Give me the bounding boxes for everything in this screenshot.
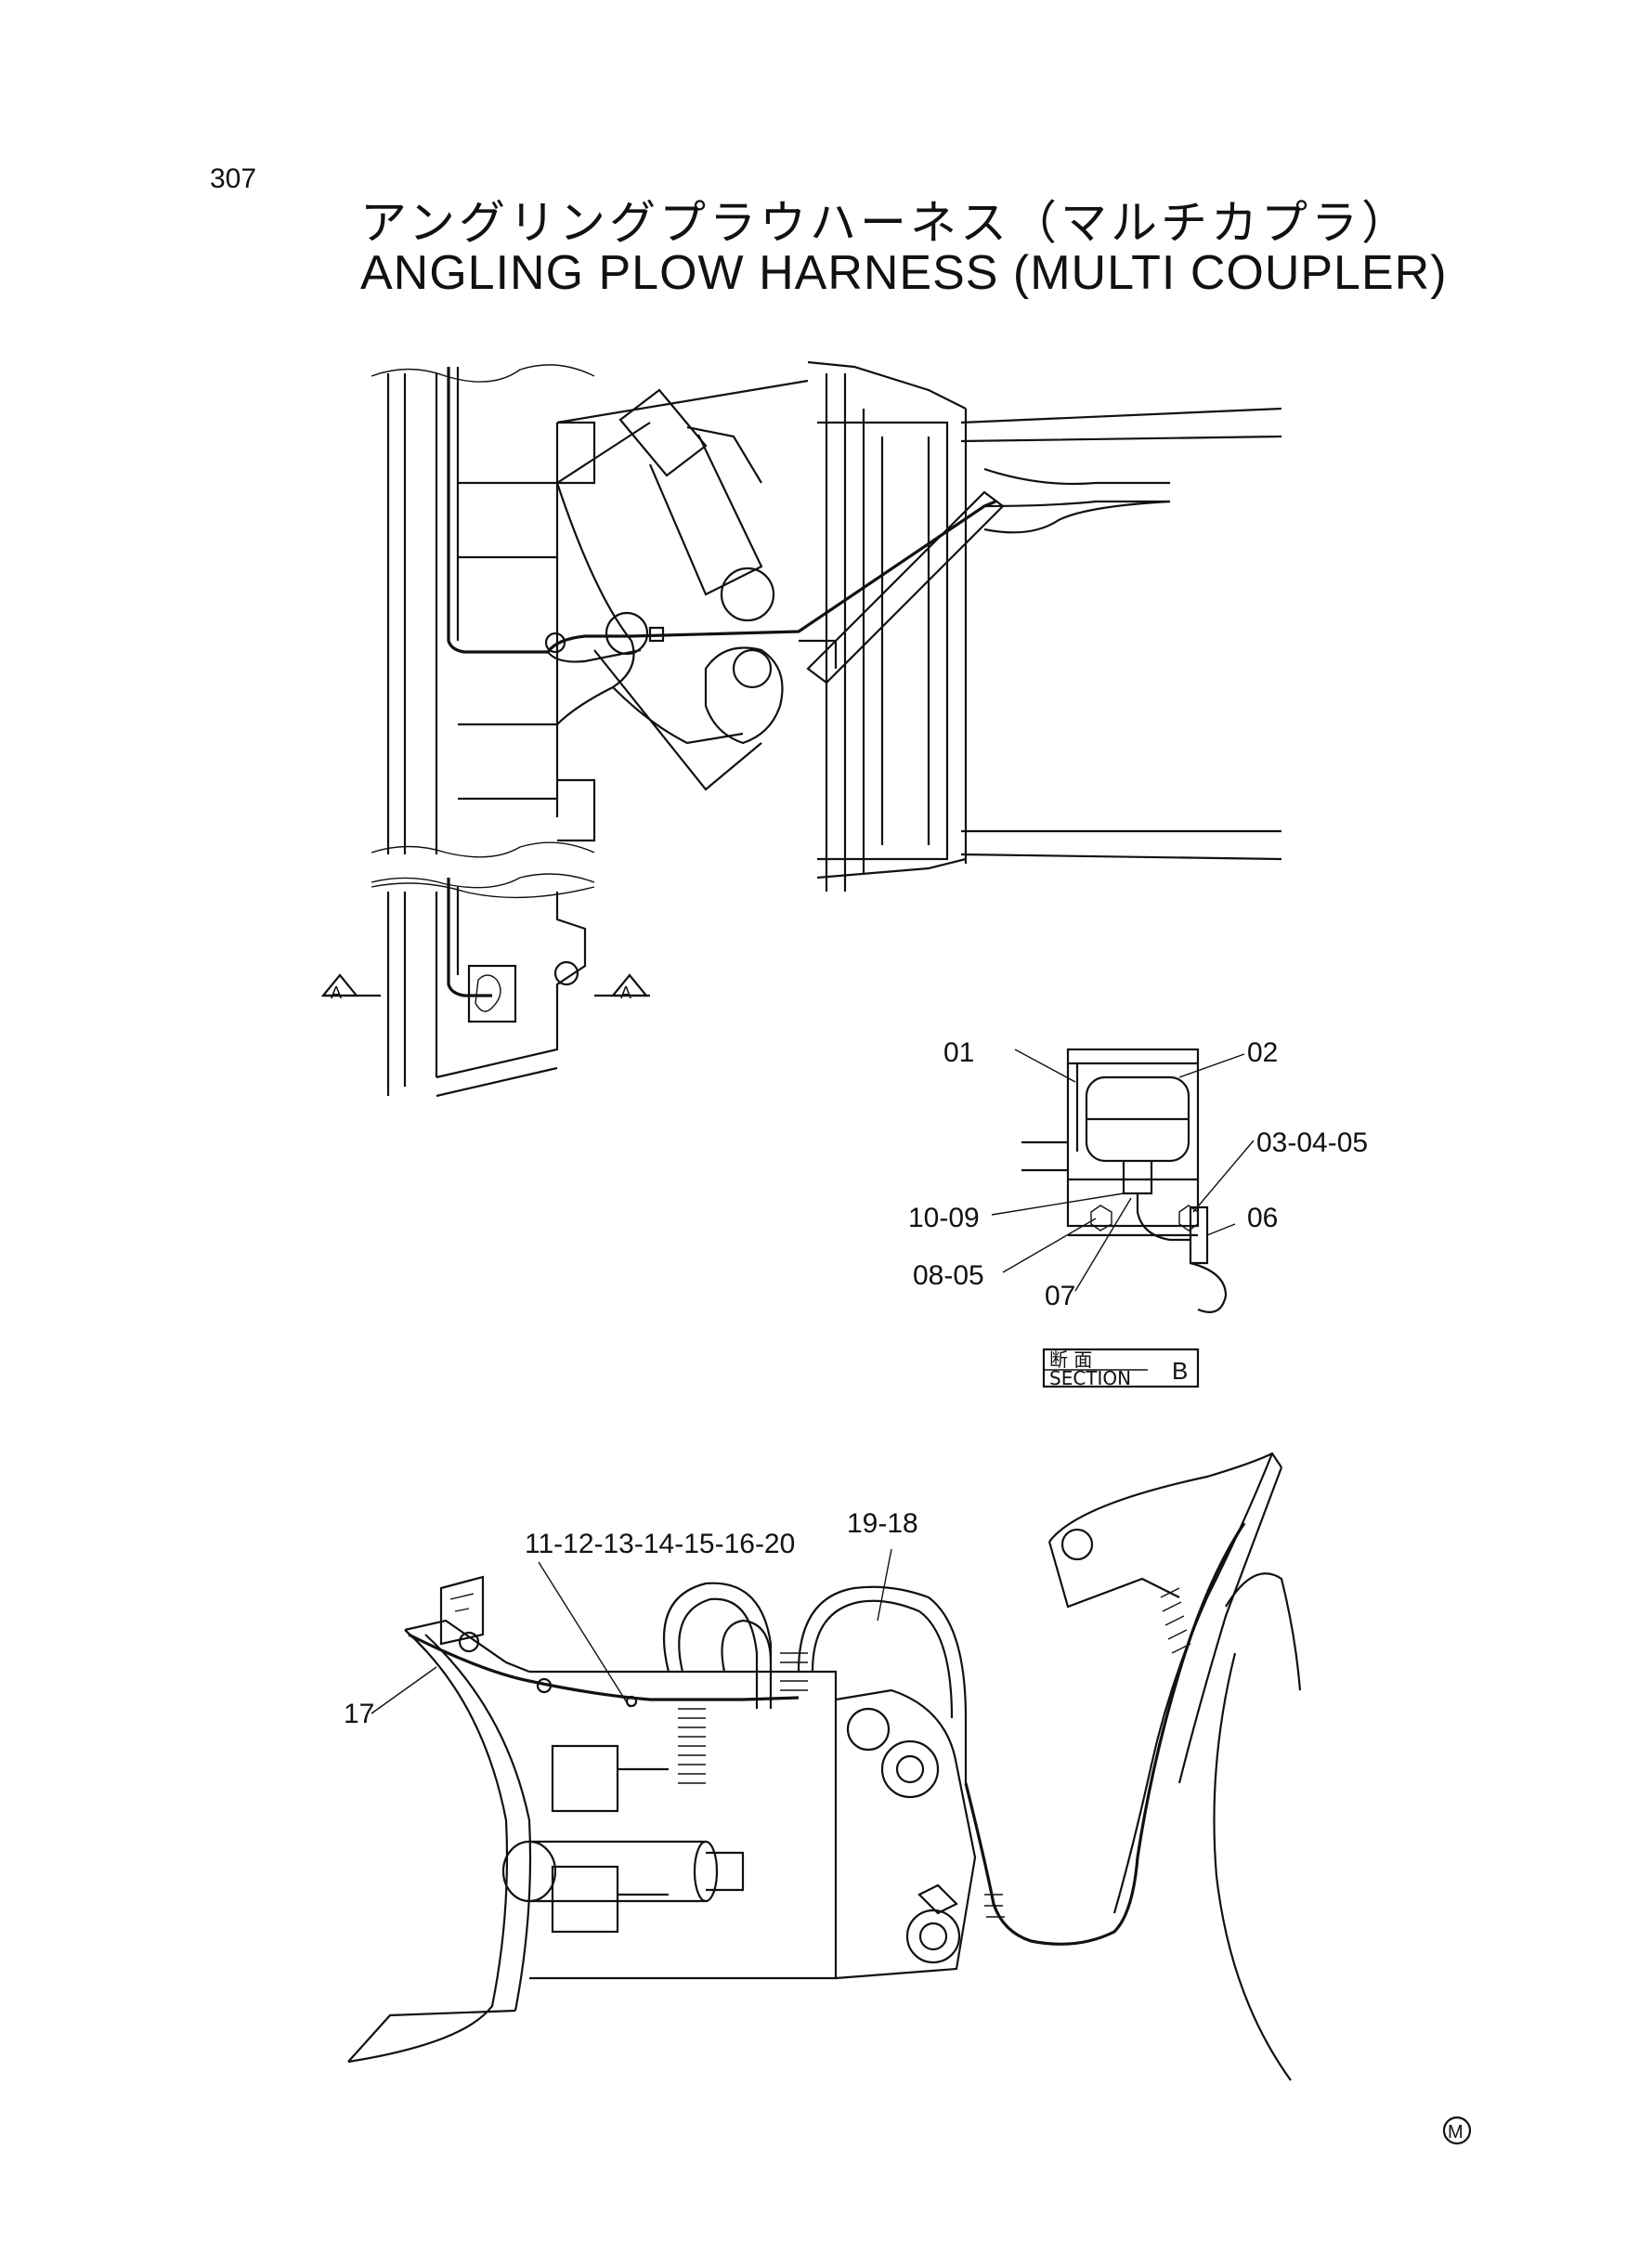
view-marker-right: A bbox=[594, 973, 650, 1002]
isometric-view: 11-12-13-14-15-16-20 19-18 17 bbox=[344, 1452, 1302, 2081]
callout-02: 02 bbox=[1247, 1037, 1278, 1068]
callout-03-04-05: 03-04-05 bbox=[1256, 1127, 1368, 1158]
top-view bbox=[371, 360, 1282, 1098]
svg-text:M: M bbox=[1448, 2122, 1463, 2143]
callout-11-20: 11-12-13-14-15-16-20 bbox=[525, 1529, 795, 1559]
callout-07: 07 bbox=[1045, 1281, 1075, 1311]
svg-text:A: A bbox=[331, 984, 342, 1002]
callout-01: 01 bbox=[943, 1037, 974, 1068]
callout-10-09: 10-09 bbox=[908, 1203, 980, 1233]
page-number: 307 bbox=[210, 163, 257, 194]
callout-06: 06 bbox=[1247, 1203, 1278, 1233]
section-b-view: 01 02 03-04-05 10-09 06 08-05 07 bbox=[908, 1037, 1368, 1313]
svg-text:SECTION: SECTION bbox=[1049, 1367, 1131, 1389]
title-japanese: アングリングプラウハーネス（マルチカプラ） bbox=[360, 196, 1411, 250]
svg-text:断 面: 断 面 bbox=[1049, 1348, 1092, 1371]
callout-19-18: 19-18 bbox=[847, 1508, 918, 1539]
title-english: ANGLING PLOW HARNESS (MULTI COUPLER) bbox=[360, 246, 1448, 300]
callout-17: 17 bbox=[344, 1699, 374, 1729]
svg-text:B: B bbox=[1172, 1357, 1188, 1385]
callout-08-05: 08-05 bbox=[913, 1260, 984, 1291]
corner-mark: M bbox=[1442, 2116, 1472, 2145]
section-label: 断 面 SECTION B bbox=[1042, 1348, 1200, 1389]
view-marker-left: A bbox=[320, 973, 381, 1002]
svg-text:A: A bbox=[620, 984, 631, 1002]
